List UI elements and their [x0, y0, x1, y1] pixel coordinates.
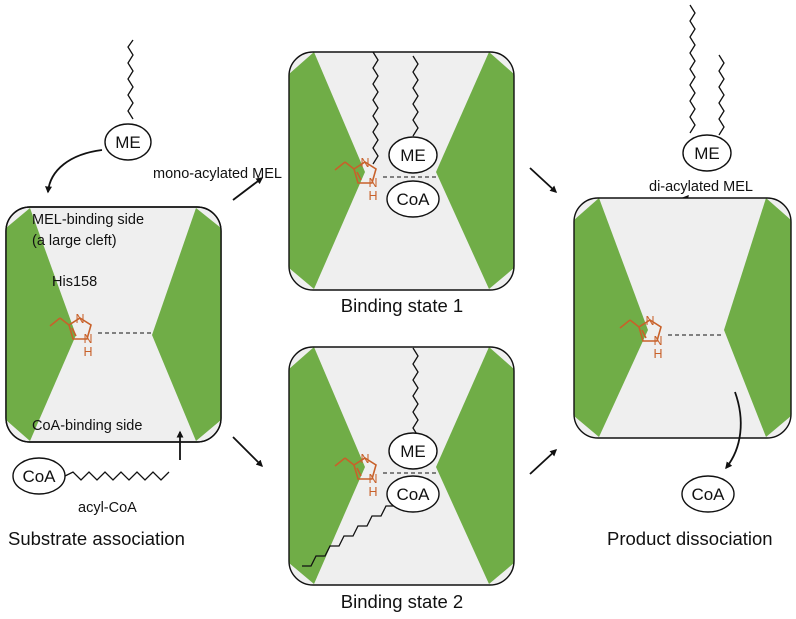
- di-acyl-chain-1: [689, 4, 696, 134]
- his158-label: His158: [52, 274, 97, 290]
- me-oval: ME: [388, 432, 438, 470]
- protein-wall-left: [574, 198, 648, 437]
- substrate-association-caption: Substrate association: [8, 528, 185, 549]
- coa-oval: CoA: [386, 180, 440, 218]
- me-oval: ME: [682, 134, 732, 172]
- binding-state-1-panel: ME CoA N N H: [288, 51, 515, 291]
- his-nh-h-label: H: [83, 345, 92, 359]
- binding-state-2-caption: Binding state 2: [341, 591, 463, 612]
- arrow-from-binding-state-2: [529, 449, 558, 475]
- his-n-label: N: [360, 452, 369, 466]
- acyl-coa-chain: [64, 471, 170, 481]
- arrow-from-binding-state-1: [529, 167, 558, 193]
- his-n-label: N: [360, 156, 369, 170]
- me-oval: ME: [104, 123, 152, 161]
- mel-acyl-chain: [412, 347, 419, 437]
- coa-label: CoA: [22, 467, 56, 486]
- me-label: ME: [400, 442, 426, 461]
- his-nh-n-label: N: [83, 332, 92, 346]
- large-cleft-label: (a large cleft): [32, 233, 117, 249]
- coa-label: CoA: [396, 485, 430, 504]
- his-n-label: N: [75, 312, 84, 326]
- protein-wall-left: [6, 208, 76, 441]
- product-dissociation-caption: Product dissociation: [607, 528, 773, 549]
- acyl-chain-mel: [412, 55, 419, 137]
- di-acylated-mel-label: di-acylated MEL: [649, 179, 753, 195]
- acyl-coa-chain: [302, 505, 395, 567]
- me-label: ME: [400, 146, 426, 165]
- arrow-to-binding-state-1: [232, 177, 264, 201]
- his-nh-h-label: H: [368, 485, 377, 499]
- protein-wall-left: [289, 347, 365, 584]
- association-arrow-in: [45, 149, 103, 194]
- coa-oval-right: CoA: [681, 475, 735, 513]
- binding-state-2-panel: ME CoA N N H: [288, 346, 515, 586]
- his-nh-n-label: N: [368, 176, 377, 190]
- coa-label: CoA: [691, 485, 725, 504]
- protein-wall-right: [152, 208, 221, 441]
- substrate-association-panel: ME mono-acylated MEL MEL-binding side (a…: [5, 39, 282, 549]
- me-label: ME: [694, 144, 720, 163]
- me-label: ME: [115, 133, 141, 152]
- protein-wall-left: [289, 52, 365, 289]
- arrow-to-binding-state-2: [232, 436, 263, 467]
- coa-label: CoA: [396, 190, 430, 209]
- coa-binding-side-label: CoA-binding side: [32, 418, 142, 434]
- mono-acylated-mel-label: mono-acylated MEL: [153, 166, 282, 182]
- enzyme-box-left: [5, 206, 222, 443]
- me-oval: ME: [388, 136, 438, 174]
- mel-binding-side-label: MEL-binding side: [32, 212, 144, 228]
- his-nh-h-label: H: [653, 347, 662, 361]
- coa-oval-left: CoA: [12, 457, 66, 495]
- his-nh-n-label: N: [653, 334, 662, 348]
- mono-acyl-chain: [127, 39, 134, 120]
- binding-state-1-caption: Binding state 1: [341, 295, 463, 316]
- coa-oval: CoA: [386, 475, 440, 513]
- product-dissociation-panel: ME di-acylated MEL N N H CoA Product dis…: [573, 4, 792, 549]
- his-nh-h-label: H: [368, 189, 377, 203]
- protein-wall-right: [436, 347, 514, 584]
- di-acyl-chain-2: [718, 54, 725, 136]
- acyl-chain-long: [372, 51, 379, 165]
- his-n-label: N: [645, 314, 654, 328]
- dissociation-arrow-down: [725, 391, 742, 470]
- protein-wall-right: [724, 198, 791, 437]
- protein-wall-right: [436, 52, 514, 289]
- his-nh-n-label: N: [368, 472, 377, 486]
- acyl-coa-label: acyl-CoA: [78, 500, 137, 516]
